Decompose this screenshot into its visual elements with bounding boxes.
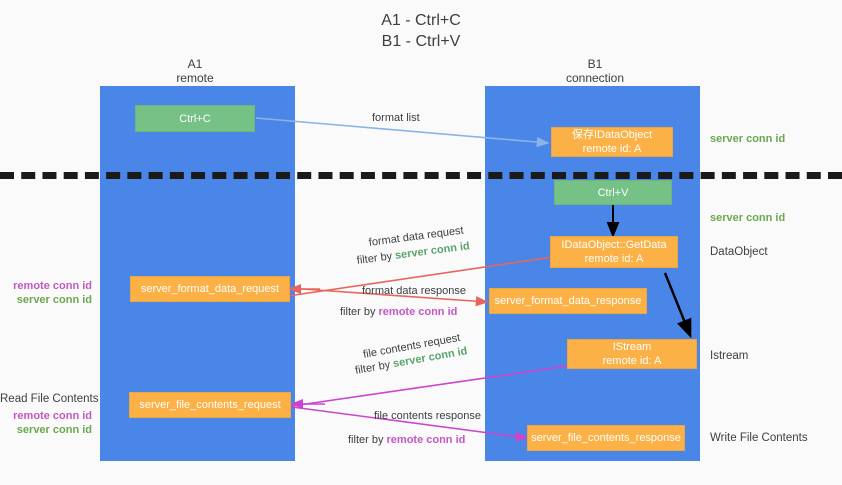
filter-prefix-2: filter by (340, 306, 379, 318)
arrow-format-list (255, 117, 550, 148)
box-ctrl-v[interactable]: Ctrl+V (554, 180, 672, 205)
annotation-istream: Istream (710, 350, 749, 362)
annotation-dataobject: DataObject (710, 246, 768, 258)
box-getdata-label: IDataObject::GetData (561, 239, 667, 251)
lane-header-a1-name: A1 (187, 57, 203, 71)
box-server-format-data-response-label: server_format_data_response (494, 295, 642, 307)
annotation-server-conn-id-2: server conn id (16, 424, 92, 436)
box-save-idataobject-sub: remote id: A (582, 143, 642, 155)
annotation-write-file-contents: Write File Contents (710, 432, 808, 444)
arrow-getdata-to-istream (663, 272, 692, 339)
title-line-2: B1 - Ctrl+V (381, 33, 461, 50)
box-server-format-data-request[interactable]: server_format_data_request (130, 276, 290, 302)
edge-label-format-list: format list (372, 112, 420, 124)
box-server-file-contents-response[interactable]: server_file_contents_response (527, 425, 685, 451)
edge-label-file-contents-response-filter: filter by remote conn id (348, 433, 465, 447)
box-getdata[interactable]: IDataObject::GetData remote id: A (550, 236, 678, 268)
edge-label-file-contents-response: file contents response (374, 410, 482, 422)
box-save-idataobject-label: 保存IDataObject (571, 129, 653, 141)
box-server-file-contents-request-label: server_file_contents_request (139, 399, 281, 411)
edge-label-format-data-response: format data response (362, 285, 466, 297)
title-line-1: A1 - Ctrl+C (381, 12, 461, 29)
box-save-idataobject[interactable]: 保存IDataObject remote id: A (551, 127, 673, 157)
annotation-server-conn-id-mid: server conn id (710, 212, 786, 224)
page-title: A1 - Ctrl+C B1 - Ctrl+V (0, 10, 842, 52)
box-istream-sub: remote id: A (602, 355, 662, 367)
annotation-server-conn-id-1: server conn id (16, 294, 92, 306)
box-server-file-contents-response-label: server_file_contents_response (531, 432, 681, 444)
annotation-conn-ids-format: remote conn id server conn id (0, 279, 92, 307)
arrow-file-contents-response (291, 406, 529, 442)
annotation-server-conn-id-top: server conn id (710, 133, 786, 145)
annotation-remote-conn-id-2: remote conn id (13, 410, 92, 422)
filter-key-remote-conn-id-1: remote conn id (378, 306, 458, 318)
lane-header-b1-sub: connection (565, 71, 625, 85)
filter-prefix-4: filter by (348, 434, 387, 446)
phase-divider (0, 172, 842, 179)
lane-header-a1: A1 remote (120, 57, 270, 85)
lane-header-a1-sub: remote (176, 71, 214, 85)
box-ctrl-c-label: Ctrl+C (179, 112, 211, 125)
box-ctrl-c[interactable]: Ctrl+C (135, 105, 255, 132)
annotation-remote-conn-id-1: remote conn id (13, 280, 92, 292)
box-istream-label: IStream (612, 341, 652, 353)
box-getdata-sub: remote id: A (584, 253, 644, 265)
box-server-file-contents-request[interactable]: server_file_contents_request (129, 392, 291, 418)
box-ctrl-v-label: Ctrl+V (597, 186, 629, 199)
annotation-conn-ids-file: remote conn id server conn id (0, 409, 92, 437)
filter-key-remote-conn-id-2: remote conn id (386, 434, 466, 446)
lane-header-b1-name: B1 (587, 57, 603, 71)
lane-header-b1: B1 connection (520, 57, 670, 85)
box-istream[interactable]: IStream remote id: A (567, 339, 697, 369)
box-server-format-data-request-label: server_format_data_request (140, 283, 280, 295)
box-server-format-data-response[interactable]: server_format_data_response (489, 288, 647, 314)
edge-label-format-data-response-filter: filter by remote conn id (340, 305, 457, 319)
arrow-format-data-response (287, 287, 489, 307)
annotation-read-file-contents: Read File Contents (0, 393, 99, 405)
